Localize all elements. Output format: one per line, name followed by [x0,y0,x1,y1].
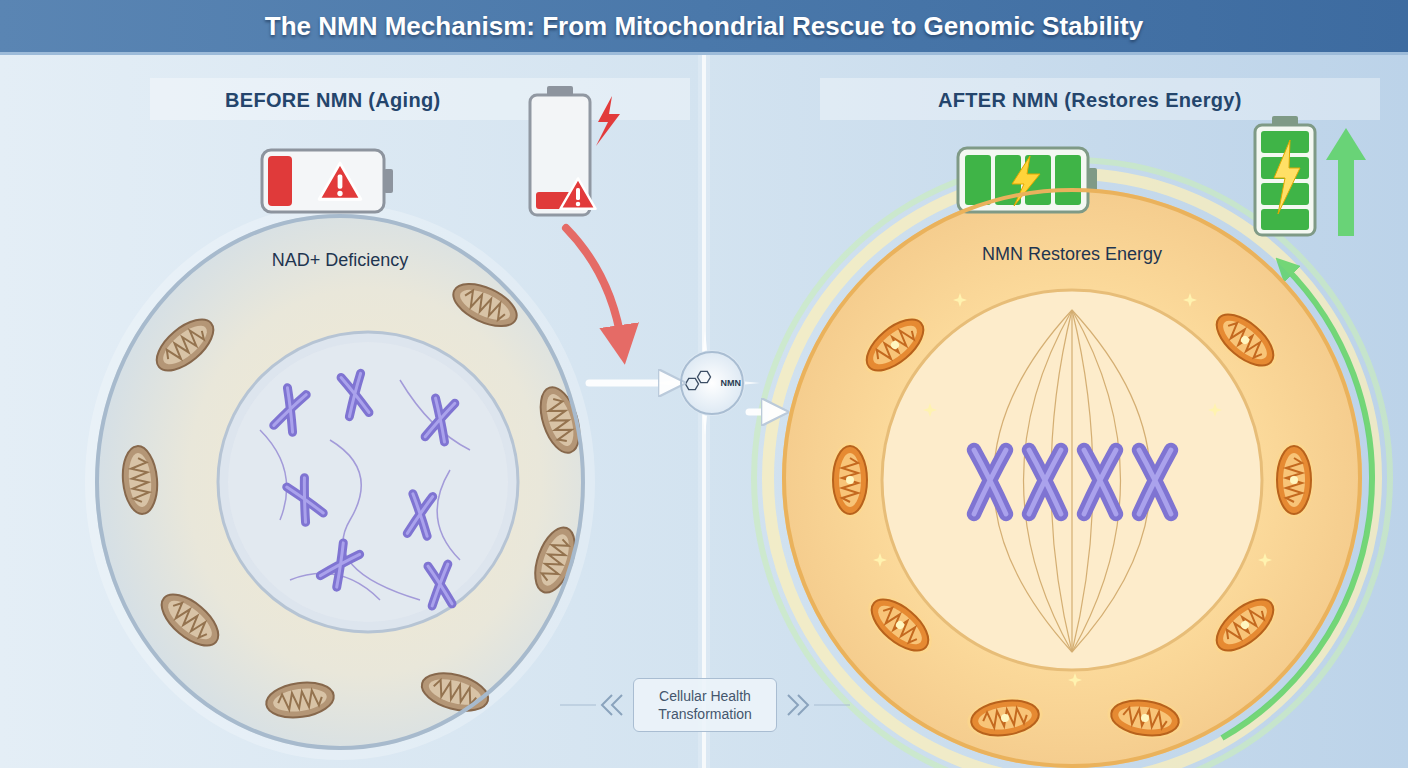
molecule-outline [681,352,743,414]
diagram-title: The NMN Mechanism: From Mitochondrial Re… [0,0,1408,52]
node-outline [95,214,585,750]
aging-cell: NAD+ Deficiency [95,214,585,750]
transformation-box: Cellular Health Transformation [633,678,777,732]
cell-label: NAD+ Deficiency [95,250,585,271]
box-label: Cellular Health Transformation [646,687,764,723]
cell-membrane [97,216,583,748]
cell-membrane [784,190,1360,766]
node-outline [782,188,1362,768]
restored-cell: NMN Restores Energy [782,188,1362,768]
flow-arrow [749,409,778,416]
flow-arrow [589,380,675,387]
section-header: AFTER NMN (Restores Energy) [938,89,1242,112]
molecule-label: NMN [721,377,742,389]
section-header: BEFORE NMN (Aging) [225,89,440,112]
cell-label: NMN Restores Energy [782,244,1362,265]
nmn-molecule: NMN [679,350,745,416]
